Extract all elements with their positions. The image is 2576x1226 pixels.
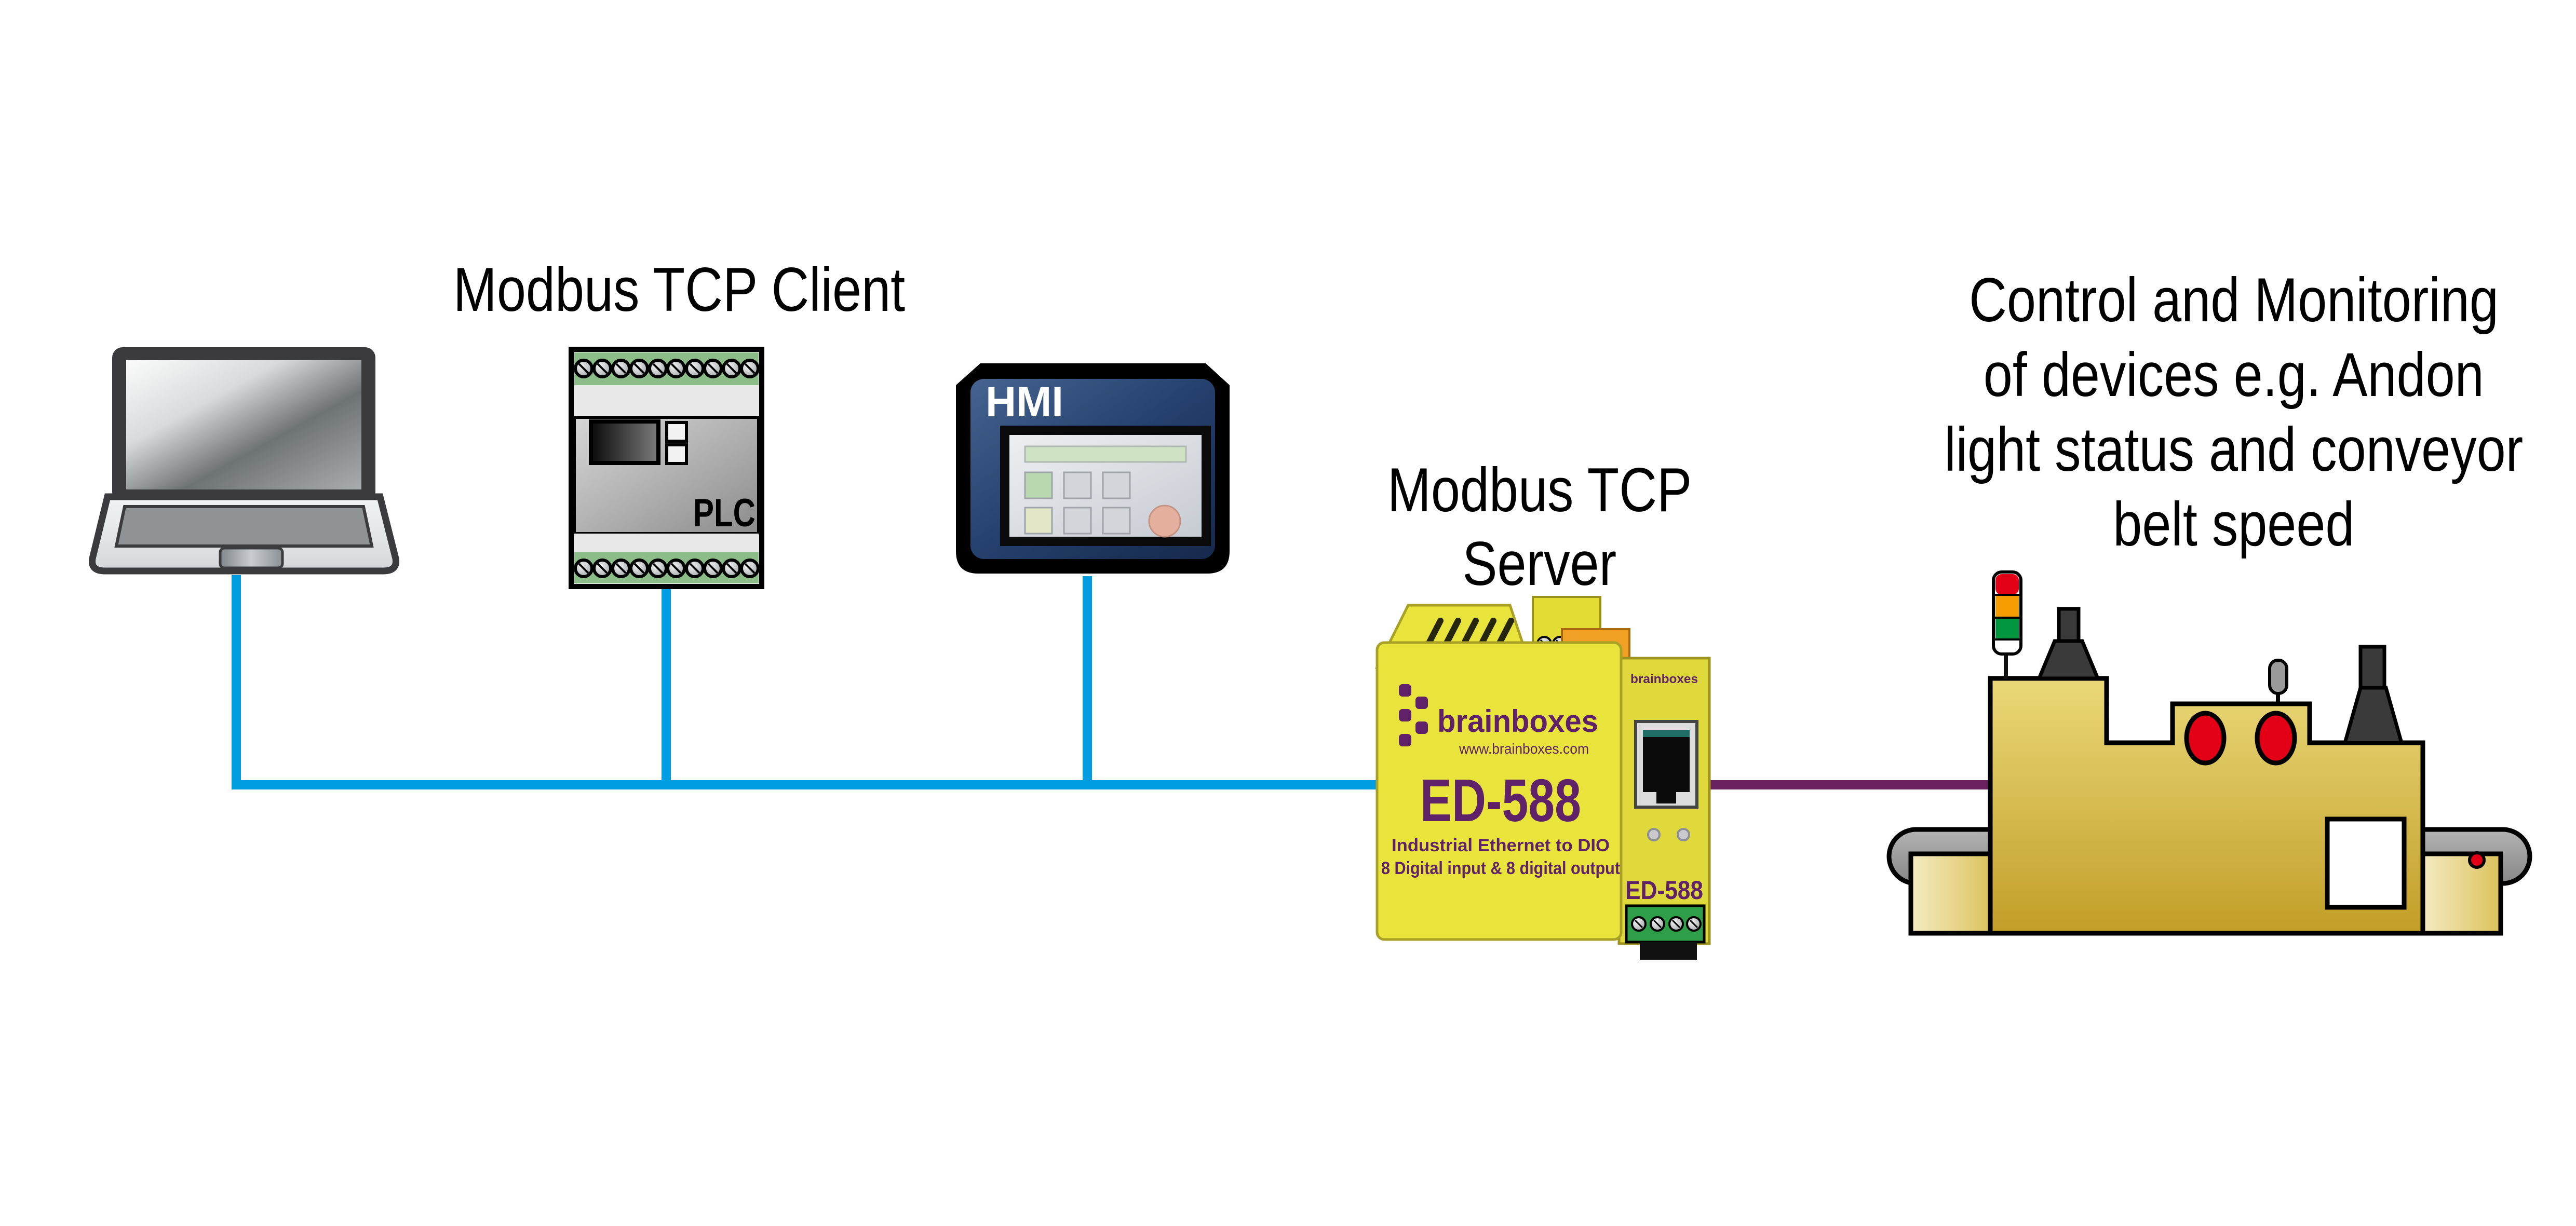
client-caption-text: Modbus TCP Client xyxy=(453,255,906,324)
conveyor-front-right-panel xyxy=(2418,851,2503,936)
ethernet-port-latch xyxy=(1656,792,1676,803)
plc-label: PLC xyxy=(693,491,756,535)
server-caption-line2: Server xyxy=(1462,529,1617,598)
andon-pole xyxy=(2004,653,2008,679)
andon-green-segment xyxy=(1995,618,2019,639)
ed588-module-icon: brainboxes ED-588 brainboxes www.brainbo… xyxy=(1374,596,1711,960)
hmi-knob xyxy=(1148,505,1181,538)
machine-lever xyxy=(2268,659,2288,704)
ed588-description-2: 8 Digital input & 8 digital output xyxy=(1381,859,1620,878)
plc-display xyxy=(589,419,660,465)
plc-drop-line xyxy=(662,588,671,789)
conveyor-front-left-panel xyxy=(1908,851,1994,936)
right-caption-line3: light status and conveyor xyxy=(1944,415,2524,484)
modbus-tcp-server-caption: Modbus TCP Server xyxy=(1306,453,1773,601)
plc-band-top xyxy=(574,385,759,417)
plc-module-icon: PLC xyxy=(569,347,764,589)
machine-window xyxy=(2325,816,2407,910)
machine-hopper-right xyxy=(2342,645,2404,745)
hmi-panel-icon: HMI xyxy=(956,363,1230,574)
ed588-side-model: ED-588 xyxy=(1625,876,1703,905)
modbus-tcp-client-caption: Modbus TCP Client xyxy=(368,252,991,327)
plc-button-1 xyxy=(665,421,688,443)
ed588-brand: brainboxes xyxy=(1437,704,1598,739)
laptop-screen xyxy=(126,360,361,489)
ed588-side-brand: brainboxes xyxy=(1630,672,1698,686)
plc-band-bottom xyxy=(574,534,759,552)
ed588-front-face xyxy=(1375,641,1623,941)
din-rail-clip xyxy=(1640,942,1697,960)
ethernet-port-opening xyxy=(1643,730,1690,792)
right-caption-line4: belt speed xyxy=(2113,489,2355,559)
ethernet-port-pins xyxy=(1643,730,1690,737)
right-caption-line1: Control and Monitoring xyxy=(1969,265,2499,335)
machine-button-2 xyxy=(2255,711,2297,766)
hmi-status-bar xyxy=(1024,445,1187,463)
laptop-touchpad xyxy=(219,547,284,569)
machine-button-1 xyxy=(2184,711,2227,766)
activity-led xyxy=(1677,828,1690,841)
andon-stack-light-icon xyxy=(1992,570,2022,679)
conveyor-machine-icon xyxy=(1886,570,2532,936)
status-led xyxy=(1647,828,1661,841)
machine-indicator-dot xyxy=(2468,851,2486,869)
laptop-drop-line xyxy=(232,575,241,789)
server-caption-line1: Modbus TCP xyxy=(1387,455,1692,525)
andon-amber-segment xyxy=(1995,595,2019,618)
hmi-softkeys xyxy=(1024,471,1131,535)
ethernet-bus xyxy=(232,575,1402,789)
plc-button-2 xyxy=(665,443,688,465)
hmi-drop-line xyxy=(1083,576,1092,789)
ed588-website: www.brainboxes.com xyxy=(1459,741,1589,757)
control-monitoring-caption: Control and Monitoring of devices e.g. A… xyxy=(1870,263,2576,562)
machine-body xyxy=(1988,676,2425,936)
andon-red-segment xyxy=(1995,574,2019,595)
server-to-machine-link xyxy=(1704,780,1995,789)
laptop-keyboard xyxy=(114,505,374,548)
bus-horizontal-line xyxy=(232,780,1402,789)
hmi-label: HMI xyxy=(986,378,1063,426)
right-caption-line2: of devices e.g. Andon xyxy=(1984,340,2484,410)
ed588-description-1: Industrial Ethernet to DIO xyxy=(1392,836,1610,855)
laptop-icon xyxy=(89,347,399,575)
brainboxes-logo-icon xyxy=(1399,684,1428,746)
machine-hopper-left xyxy=(2036,607,2101,680)
ed588-model: ED-588 xyxy=(1420,767,1581,834)
